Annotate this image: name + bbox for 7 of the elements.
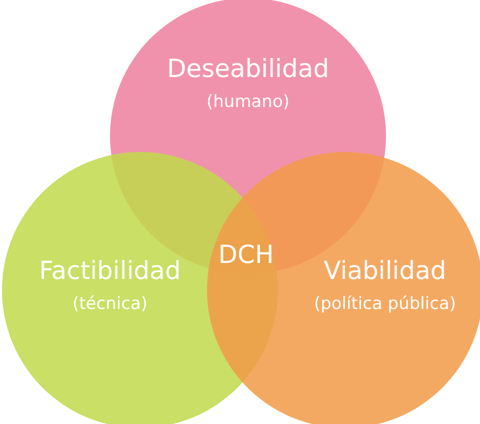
circle-title: Factibilidad <box>39 256 181 285</box>
overlap-label: DCH <box>218 240 274 269</box>
circle-subtitle: (política pública) <box>314 294 456 314</box>
circle-title: Deseabilidad <box>166 54 330 83</box>
circle-title: Viabilidad <box>324 256 446 285</box>
circle-subtitle: (técnica) <box>72 294 148 314</box>
circle-subtitle: (humano) <box>206 92 290 112</box>
